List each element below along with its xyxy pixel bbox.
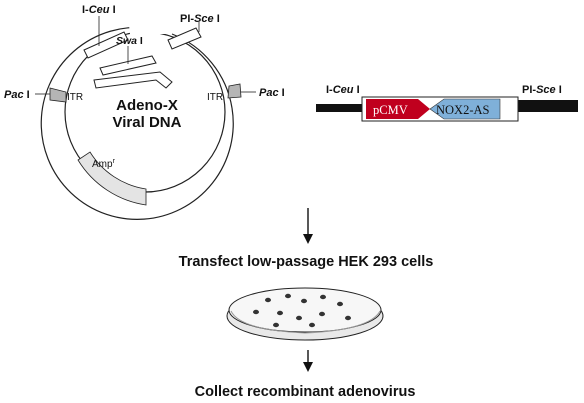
fragment-swa-upper — [99, 55, 157, 76]
amp-band — [77, 151, 147, 206]
vector-arm-right — [516, 100, 578, 112]
nox2-as-label: NOX2-AS — [436, 103, 490, 117]
itr-band-left — [49, 87, 67, 103]
site-label-pisce: PI-Sce I — [180, 13, 220, 25]
fragment-top-left — [83, 31, 129, 59]
plasmid-map: I-Ceu I PI-Sce I Swa I Pac I Pac I ITR I… — [4, 4, 285, 220]
amp-label: Ampr — [92, 158, 116, 170]
itr-band-right — [227, 83, 242, 99]
itr-label-right: ITR — [207, 92, 223, 103]
step-collect: Collect recombinant adenovirus — [195, 384, 416, 400]
insert-site-right: PI-Sce I — [522, 84, 562, 96]
fragment-swa-lower — [93, 71, 173, 89]
pcmv-label: pCMV — [373, 103, 408, 117]
pcmv-promoter — [366, 99, 430, 119]
site-label-pac-right: Pac I — [259, 87, 285, 99]
plasmid-name-line1: Adeno-X — [116, 97, 178, 114]
plasmid-name-line2: Viral DNA — [113, 114, 182, 131]
site-label-swa: Swa I — [116, 35, 143, 47]
plasmid-outer-arc-top-left — [40, 26, 234, 220]
nox2-as-gene — [429, 98, 501, 120]
itr-label-left: ITR — [67, 92, 83, 103]
site-label-iceu: I-Ceu I — [82, 4, 116, 16]
vector-arm-left — [316, 98, 372, 112]
plaque-dots — [253, 293, 351, 328]
insert-site-left: I-Ceu I — [326, 84, 360, 96]
site-label-pac-left: Pac I — [4, 89, 30, 101]
expression-cassette: pCMV NOX2-AS I-Ceu I PI-Sce I — [316, 84, 578, 122]
down-arrow-1 — [303, 208, 313, 244]
petri-dish — [226, 287, 384, 341]
fragment-top-right — [167, 27, 202, 50]
down-arrow-2 — [303, 350, 313, 372]
step-transfect: Transfect low-passage HEK 293 cells — [179, 254, 434, 270]
